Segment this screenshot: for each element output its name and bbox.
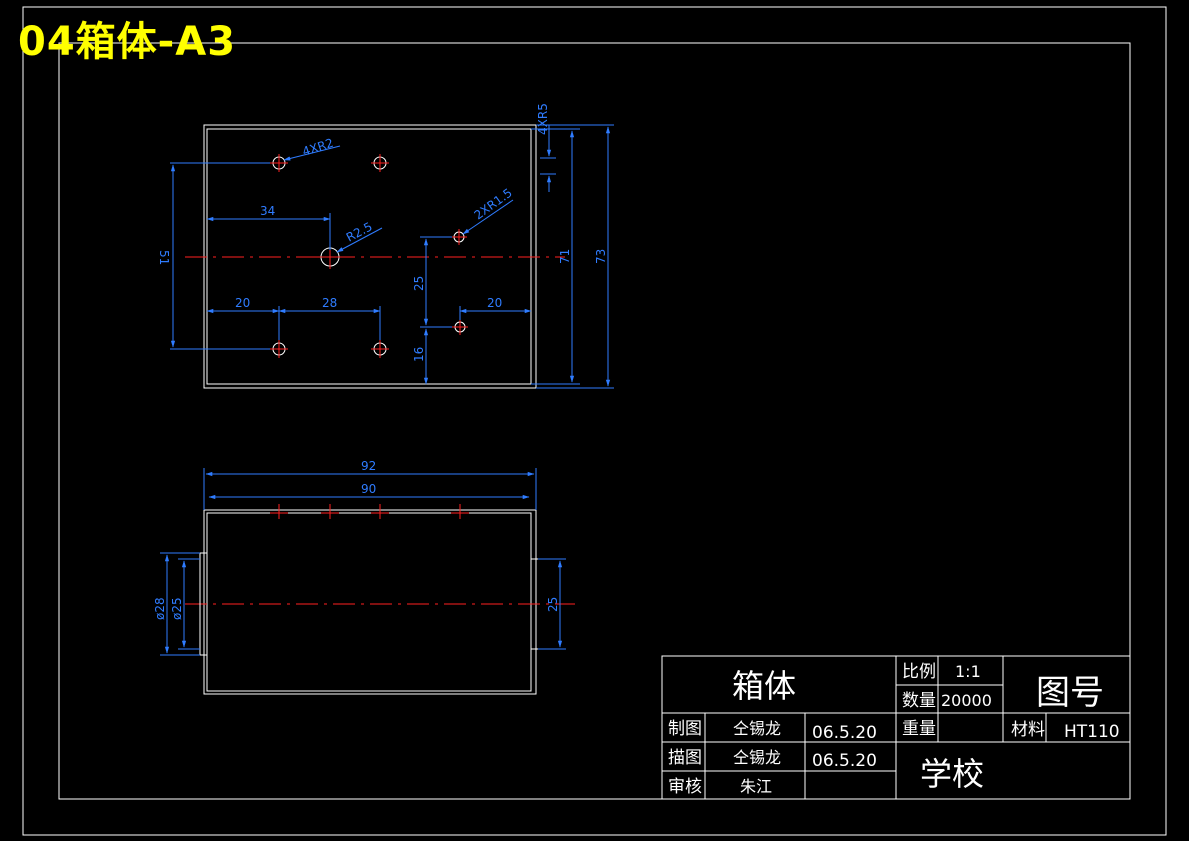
dim-90: 90 [361, 482, 376, 496]
hole-top-left [270, 154, 288, 172]
dim-phi28: ø28 [153, 597, 167, 620]
tb-checked-name: 朱江 [740, 777, 772, 796]
tb-scale-label: 比例 [902, 662, 936, 682]
front-view-outer-outline [203, 509, 537, 695]
front-view: 92 90 ø28 ø25 25 [153, 459, 575, 695]
tb-checked-label: 审核 [668, 777, 702, 797]
dim-2xr1-5: 2XR1.5 [472, 186, 515, 223]
sheet-inner-frame [58, 42, 1131, 800]
dim-4xr2: 4XR2 [301, 136, 336, 159]
dim-16: 16 [412, 347, 426, 362]
tb-part-name: 箱体 [732, 667, 796, 705]
tb-material-label: 材料 [1011, 720, 1045, 740]
title-block: 箱体 比例 1:1 数量 20000 图号 重量 材料 HT110 制图 仝锡龙… [661, 655, 1131, 800]
dim-34: 34 [260, 204, 275, 218]
tb-traced-name: 仝锡龙 [733, 748, 781, 767]
dim-71: 71 [558, 249, 572, 264]
dim-20-left: 20 [235, 296, 250, 310]
tb-qty-label: 数量 [902, 691, 936, 711]
front-hole-ticks [270, 504, 469, 519]
front-bosses [199, 552, 538, 656]
dim-20-right: 20 [487, 296, 502, 310]
top-view: 4XR2 2XR1.5 R2.5 4XR5 34 51 20 28 25 20 … [157, 103, 614, 389]
dim-51: 51 [157, 250, 171, 265]
tb-drawn-label: 制图 [668, 719, 702, 739]
dim-25: 25 [412, 276, 426, 291]
dim-73: 73 [594, 249, 608, 264]
tb-traced-date: 06.5.20 [812, 751, 877, 771]
dim-92: 92 [361, 459, 376, 473]
dim-4xr5: 4XR5 [536, 103, 550, 135]
front-view-inner-outline [206, 512, 532, 692]
tb-material-value: HT110 [1064, 722, 1120, 742]
tb-scale-value: 1:1 [955, 662, 981, 681]
hole-top-right [371, 154, 389, 172]
tb-traced-label: 描图 [668, 748, 702, 768]
tb-drawn-name: 仝锡龙 [733, 719, 781, 738]
tb-school: 学校 [920, 755, 984, 793]
drawing-title: 04箱体-A3 [18, 19, 237, 65]
hole-small-upper [451, 229, 467, 245]
hole-bottom-right [371, 340, 389, 358]
hole-bottom-left [270, 340, 288, 358]
dim-28: 28 [322, 296, 337, 310]
dim-25-front: 25 [546, 597, 560, 612]
hole-small-lower [452, 319, 468, 335]
dim-r2-5: R2.5 [344, 219, 375, 244]
tb-qty-value: 20000 [941, 691, 992, 710]
dim-phi25: ø25 [170, 597, 184, 620]
tb-drawing-no-label: 图号 [1036, 673, 1104, 713]
tb-drawn-date: 06.5.20 [812, 723, 877, 743]
tb-weight-label: 重量 [902, 719, 936, 739]
sheet-outer-border [22, 6, 1167, 836]
